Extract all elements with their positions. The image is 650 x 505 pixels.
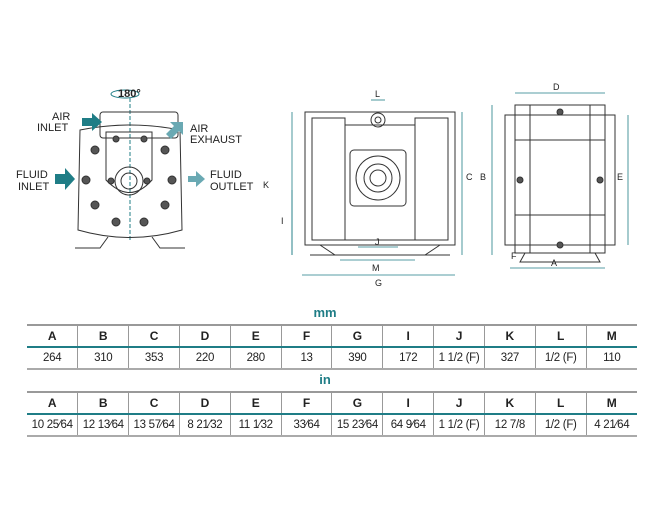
column-header: F	[280, 391, 332, 415]
table-cell: 15 23⁄64	[331, 414, 383, 437]
column-header: A	[27, 324, 78, 348]
table-cell: 280	[229, 347, 282, 370]
table-cell: 220	[178, 347, 231, 370]
dim-label-A: A	[551, 258, 557, 268]
end-view: D B E F A	[480, 82, 629, 269]
column-header: D	[178, 391, 231, 415]
table-cell: 33⁄64	[280, 414, 332, 437]
dim-label-M: M	[372, 263, 380, 273]
table-cell: 12 13⁄64	[77, 414, 129, 437]
dim-label-K: K	[263, 180, 269, 190]
table-cell: 1 1/2 (F)	[433, 414, 485, 437]
column-header: C	[128, 391, 180, 415]
column-header: A	[27, 391, 78, 415]
table-cell: 390	[331, 347, 383, 370]
pump-dimension-drawing: 180° AIR INLET AIR EXHAUST FLUID INLET F…	[16, 82, 629, 288]
column-header: M	[585, 391, 637, 415]
table-cell: 13	[280, 347, 332, 370]
dim-label-G: G	[375, 278, 382, 288]
dim-label-J: J	[375, 237, 380, 247]
table-unit-mm: mm	[313, 305, 337, 320]
side-view: L K I C J M G	[263, 89, 473, 288]
air-exhaust-label: AIR	[190, 123, 208, 135]
column-header: L	[534, 324, 587, 348]
dim-label-B: B	[480, 172, 486, 182]
column-header: J	[433, 324, 485, 348]
table-cell: 12 7/8	[483, 414, 536, 437]
air-inlet-arrow-icon	[82, 113, 102, 131]
table-cell: 327	[483, 347, 536, 370]
dim-label-C: C	[466, 172, 473, 182]
table-cell: 264	[27, 347, 78, 370]
dim-label-F: F	[511, 251, 517, 261]
table-cell: 10 25⁄64	[27, 414, 78, 437]
fluid-inlet-label: INLET	[18, 181, 49, 193]
column-header: J	[433, 391, 485, 415]
fluid-inlet-arrow-icon	[55, 168, 75, 190]
rotation-label: 180°	[118, 88, 141, 100]
air-exhaust-label: EXHAUST	[190, 134, 242, 146]
column-header: M	[585, 324, 637, 348]
fluid-outlet-arrow-icon	[188, 171, 205, 187]
fluid-inlet-label: FLUID	[16, 169, 48, 181]
table-cell: 353	[128, 347, 180, 370]
air-exhaust-arrow-icon	[166, 122, 183, 139]
dim-label-D: D	[553, 82, 560, 92]
table-cell: 4 21⁄64	[585, 414, 637, 437]
column-header: I	[382, 324, 434, 348]
table-cell: 310	[77, 347, 129, 370]
table-cell: 13 57⁄64	[128, 414, 180, 437]
dim-label-I: I	[281, 216, 284, 226]
table-cell: 8 21⁄32	[178, 414, 231, 437]
column-header: K	[483, 391, 536, 415]
table-cell: 172	[382, 347, 434, 370]
table-cell: 64 9⁄64	[382, 414, 434, 437]
table-cell: 1 1/2 (F)	[433, 347, 485, 370]
air-inlet-label: INLET	[37, 122, 68, 134]
column-header: E	[229, 391, 282, 415]
column-header: K	[483, 324, 536, 348]
table-cell: 110	[585, 347, 637, 370]
dim-label-E: E	[617, 172, 623, 182]
dim-label-L: L	[375, 89, 380, 99]
column-header: D	[178, 324, 231, 348]
column-header: B	[77, 324, 129, 348]
table-cell: 11 1⁄32	[229, 414, 282, 437]
column-header: L	[534, 391, 587, 415]
column-header: E	[229, 324, 282, 348]
column-header: C	[128, 324, 180, 348]
air-inlet-label: AIR	[52, 111, 70, 123]
column-header: F	[280, 324, 332, 348]
column-header: G	[331, 324, 383, 348]
table-cell: 1/2 (F)	[534, 414, 587, 437]
column-header: G	[331, 391, 383, 415]
column-header: B	[77, 391, 129, 415]
front-view: 180° AIR INLET AIR EXHAUST FLUID INLET F…	[16, 88, 254, 249]
table-cell: 1/2 (F)	[534, 347, 587, 370]
fluid-outlet-label: OUTLET	[210, 181, 254, 193]
table-unit-in: in	[319, 372, 331, 387]
column-header: I	[382, 391, 434, 415]
fluid-outlet-label: FLUID	[210, 169, 242, 181]
